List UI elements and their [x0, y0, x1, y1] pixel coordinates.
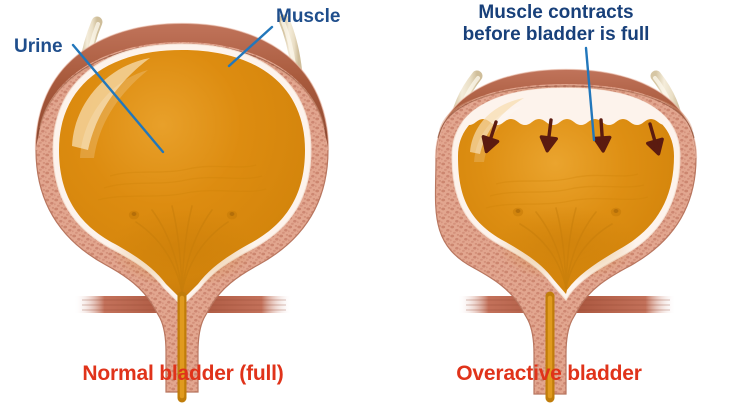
panel-overactive-bladder: Muscle contracts before bladder is full … [434, 2, 698, 403]
label-muscle-contracts-line1: Muscle contracts [478, 2, 633, 23]
label-urine: Urine [14, 36, 165, 154]
urine-fill-overactive [452, 88, 680, 294]
ureteric-orifice [128, 210, 238, 220]
label-muscle-contracts: Muscle contracts before bladder is full [463, 2, 650, 142]
label-urine-text: Urine [14, 36, 63, 57]
leader-line-muscle-contracts [584, 46, 596, 142]
label-muscle-text: Muscle [276, 6, 340, 27]
caption-overactive-bladder: Overactive bladder [456, 362, 642, 385]
leader-line-muscle [227, 25, 274, 68]
label-muscle-contracts-line2: before bladder is full [463, 24, 650, 45]
ureteric-orifice-overactive [512, 207, 622, 217]
caption-normal-bladder: Normal bladder (full) [82, 362, 283, 385]
urine-fill [59, 50, 305, 300]
leader-line-urine [71, 43, 165, 154]
panel-normal-bladder: Urine Muscle Normal bladder (full) [14, 6, 340, 403]
label-muscle: Muscle [227, 6, 340, 68]
